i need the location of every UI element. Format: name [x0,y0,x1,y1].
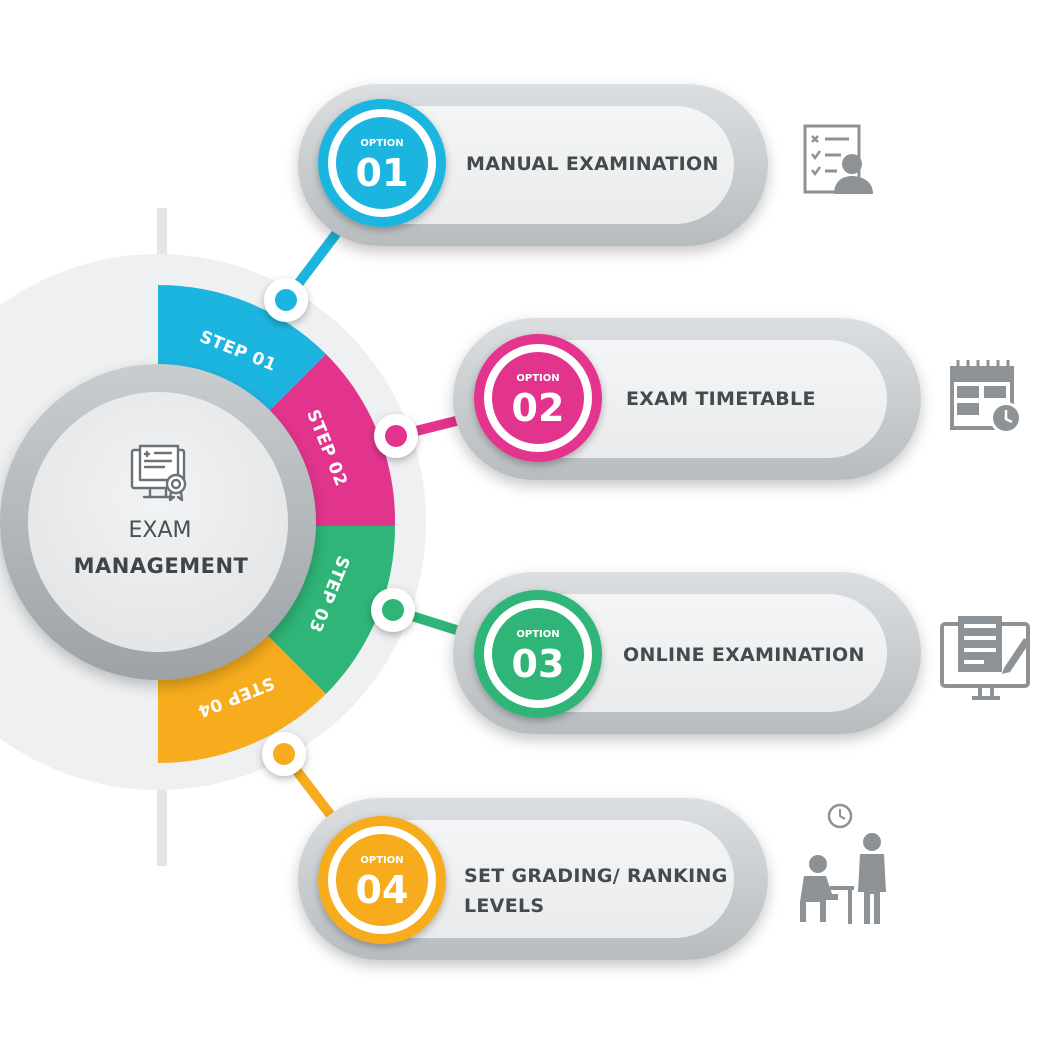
step-segment-4[interactable] [158,634,326,764]
option-label: EXAM TIMETABLE [626,388,816,410]
option-badge [492,352,584,444]
checklist-person-icon [803,124,873,194]
option-label: LEVELS [464,895,544,917]
connector-dot-3 [371,588,415,632]
option-number: 04 [356,868,409,912]
option-label: ONLINE EXAMINATION [623,644,865,666]
step-segment-3[interactable] [266,526,396,694]
teacher-student-clock-icon [800,803,886,924]
connector-dot-1 [264,278,308,322]
center-hub: EXAM MANAGEMENT [0,364,316,680]
option-card-2[interactable]: OPTION 02 EXAM TIMETABLE [453,318,921,480]
step-segment-1[interactable] [158,284,326,414]
option-caption: OPTION [360,138,403,149]
option-badge [336,117,428,209]
calendar-clock-icon [950,360,1022,434]
option-card-4[interactable]: OPTION 04 SET GRADING/ RANKING LEVELS [298,798,768,960]
center-title-line2: MANAGEMENT [74,554,249,578]
option-number: 03 [512,642,565,686]
option-card-3[interactable]: OPTION 03 ONLINE EXAMINATION [453,572,921,734]
option-number: 01 [356,151,409,195]
connector-dot-2 [374,414,418,458]
option-badge [492,608,584,700]
option-label: SET GRADING/ RANKING [464,865,728,887]
option-card-body [344,820,734,938]
certificate-monitor-icon [130,444,187,502]
option-caption: OPTION [516,373,559,384]
option-number: 02 [512,386,565,430]
option-card-body [344,106,734,224]
option-card-body [499,594,887,712]
center-title-line1: EXAM [128,518,191,543]
option-cards: OPTION 01 MANUAL EXAMINATION OPTION 02 EXAM T… [298,84,921,960]
option-caption: OPTION [360,855,403,866]
option-card-1[interactable]: OPTION 01 MANUAL EXAMINATION [298,84,768,246]
monitor-document-pen-icon [940,616,1030,700]
step-segments [158,284,396,764]
connector-dot-4 [262,732,306,776]
option-card-body [499,340,887,458]
option-label: MANUAL EXAMINATION [466,153,719,175]
option-caption: OPTION [516,629,559,640]
option-badge [336,834,428,926]
step-segment-2[interactable] [266,354,396,526]
